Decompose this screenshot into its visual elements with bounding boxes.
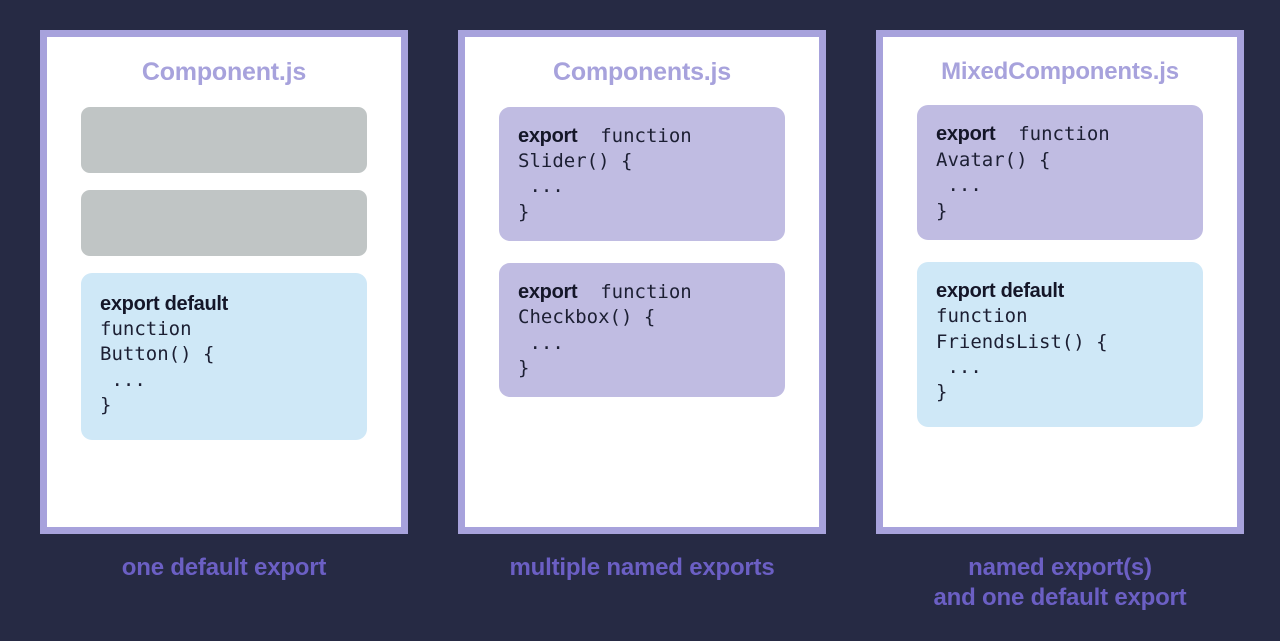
export-default-keyword: export default bbox=[100, 292, 229, 315]
code-line: ... bbox=[936, 355, 982, 378]
code-line: export function bbox=[518, 279, 767, 306]
file-card-mixed-components: MixedComponents.js export function Avata… bbox=[876, 30, 1244, 534]
code-line: } bbox=[100, 393, 112, 416]
code-line: function bbox=[936, 305, 1028, 328]
redacted-code-placeholder bbox=[81, 106, 367, 173]
module-column-component: Component.js export default function But… bbox=[40, 30, 408, 583]
column-caption: multiple named exports bbox=[509, 554, 775, 581]
named-export-code-block: export function Avatar() { ... } bbox=[917, 105, 1203, 240]
code-line: FriendsList() { bbox=[936, 330, 1108, 353]
code-line: Button() { bbox=[100, 343, 215, 366]
export-default-keyword: export default bbox=[936, 279, 1065, 302]
module-column-mixed-components: MixedComponents.js export function Avata… bbox=[876, 30, 1244, 613]
code-block-list: export function Avatar() { ... } export … bbox=[917, 105, 1203, 428]
function-keyword: function bbox=[577, 280, 692, 303]
file-name-title: MixedComponents.js bbox=[941, 58, 1179, 85]
default-export-code-block: export default function Button() { ... } bbox=[81, 272, 367, 441]
code-line: Checkbox() { bbox=[518, 306, 656, 329]
named-export-code-block: export function Checkbox() { ... } bbox=[499, 262, 785, 398]
code-line: } bbox=[518, 357, 530, 380]
default-export-code-block: export default function FriendsList() { … bbox=[917, 261, 1203, 428]
code-line: ... bbox=[100, 368, 146, 391]
code-line: } bbox=[518, 200, 530, 223]
column-caption: named export(s) and one default export bbox=[933, 554, 1187, 612]
code-line: } bbox=[936, 199, 948, 222]
code-line: export default bbox=[100, 291, 349, 318]
code-line: } bbox=[936, 381, 948, 404]
code-line: export function bbox=[936, 121, 1185, 148]
code-line: function bbox=[100, 318, 192, 341]
file-card-component: Component.js export default function But… bbox=[40, 30, 408, 534]
named-export-code-block: export function Slider() { ... } bbox=[499, 106, 785, 241]
file-name-title: Component.js bbox=[141, 58, 307, 86]
code-line: ... bbox=[936, 174, 982, 197]
export-keyword: export bbox=[936, 123, 996, 146]
code-line: export default bbox=[936, 278, 1185, 305]
code-block-list: export function Slider() { ... } export … bbox=[499, 106, 785, 398]
file-card-components: Components.js export function Slider() {… bbox=[458, 30, 826, 534]
file-name-title: Components.js bbox=[553, 58, 731, 86]
column-caption: one default export bbox=[121, 554, 327, 581]
export-keyword: export bbox=[518, 124, 578, 147]
redacted-code-placeholder bbox=[81, 189, 367, 256]
code-line: export function bbox=[518, 123, 767, 150]
module-column-components: Components.js export function Slider() {… bbox=[458, 30, 826, 583]
code-line: ... bbox=[518, 331, 564, 354]
code-block-list: export default function Button() { ... } bbox=[81, 106, 367, 441]
function-keyword: function bbox=[577, 124, 692, 147]
code-line: ... bbox=[518, 175, 564, 198]
export-keyword: export bbox=[518, 280, 578, 303]
code-line: Avatar() { bbox=[936, 148, 1051, 171]
function-keyword: function bbox=[995, 123, 1110, 146]
code-line: Slider() { bbox=[518, 150, 633, 173]
